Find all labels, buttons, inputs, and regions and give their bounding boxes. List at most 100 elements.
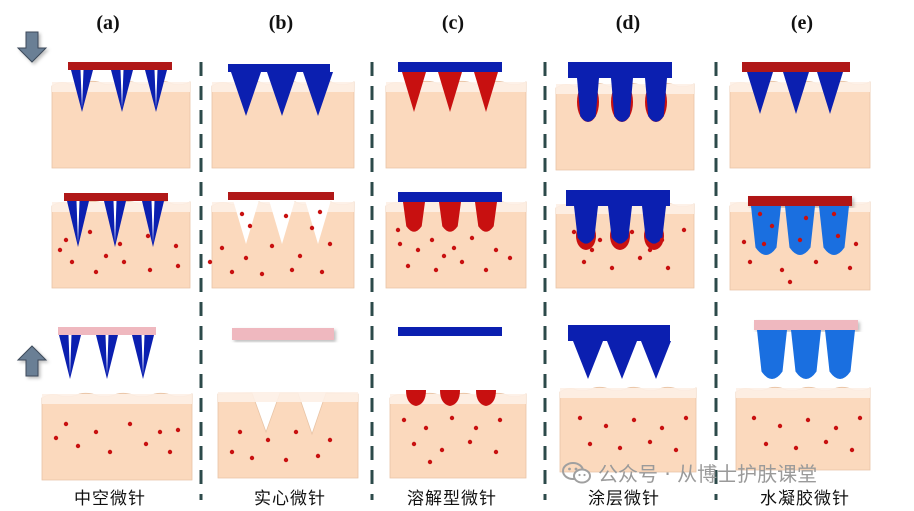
drug-particle [63,237,69,243]
drug-particle [75,443,81,449]
drug-particle [243,255,249,261]
arrow-down-icon [16,31,48,63]
drug-particle [761,241,767,247]
drug-particle [103,253,109,259]
needle-base [398,62,502,72]
drug-particle [439,447,445,453]
drug-particle [57,247,63,253]
drug-particle [597,237,603,243]
drug-particle [763,441,769,447]
coated-needle [642,206,666,244]
hydrogel-needle-removed [825,330,855,379]
drug-particle [239,211,245,217]
drug-particle [247,223,253,229]
drug-particle [93,429,99,435]
drug-particle [757,211,763,217]
drug-particle [147,267,153,273]
drug-particle [603,423,609,429]
dissolved-tip [476,390,496,406]
hydrogel-needle [817,72,843,114]
drug-particle [297,253,303,259]
solid-needle [231,72,261,116]
drug-particle [175,263,181,269]
skin-surface-layer [736,388,870,398]
drug-particle [127,421,133,427]
column-label-c: (c) [441,12,465,34]
drug-particle [69,259,75,265]
drug-particle [493,449,499,455]
swollen-hydrogel-needle [819,206,849,255]
drug-particle [857,415,863,421]
column-name-a: 中空微针 [74,489,146,509]
needle-base [64,193,168,201]
drug-particle [249,455,255,461]
needle-lumen [105,335,109,375]
drug-particle [483,267,489,273]
drug-particle [145,233,151,239]
drug-particle [429,237,435,243]
needle-base [232,328,334,340]
column-label-b: (b) [268,12,294,34]
column-dividers [199,62,718,500]
drug-particle [229,449,235,455]
drug-particle [835,233,841,239]
drug-particle [219,245,225,251]
needle-lumen [151,201,155,243]
skin-surface-layer [218,392,358,402]
dissolving-needle [438,72,462,112]
drug-particle [777,423,783,429]
drug-particle [853,241,859,247]
needle-lumen [120,70,124,108]
drug-particle [629,229,635,235]
drug-particle [769,223,775,229]
dissolving-needle-partial [475,202,497,232]
drug-particle [631,417,637,423]
drug-particle [833,425,839,431]
drug-particle [751,415,757,421]
watermark: 公众号 · 从博士护肤课堂 [562,458,817,487]
skin-surface-layer [560,388,696,398]
drug-particle [683,415,689,421]
needle-base [398,192,502,202]
dissolved-tip [406,390,426,406]
skin-block [217,392,359,479]
drug-particle [167,449,173,455]
needle-lumen [68,335,72,375]
drug-particle [395,227,401,233]
swollen-hydrogel-needle [751,206,781,255]
needle-base [742,62,850,72]
needle-base [398,327,502,336]
uncoated-needle [573,341,603,379]
column-name-d: 涂层微针 [588,489,660,509]
drug-particle [173,243,179,249]
needle-base [68,62,172,70]
column-label-a: (a) [96,12,120,34]
coated-needle [645,78,667,122]
solid-needle [303,72,333,116]
drug-particle [673,447,679,453]
needle-base [58,327,156,335]
column-coated [555,62,697,473]
drug-particle [577,415,583,421]
drug-particle [107,449,113,455]
drug-particle [121,259,127,265]
dissolving-needle [402,72,426,112]
wechat-icon [562,461,591,483]
needle-base [754,320,858,330]
drug-particle [157,429,163,435]
drug-particle [315,453,321,459]
coated-needle [611,78,633,122]
needle-base [228,192,334,200]
hydrogel-needle-removed [757,330,787,379]
solid-needle [267,72,297,116]
needle-base [566,190,670,206]
drug-particle [283,213,289,219]
drug-particle [423,425,429,431]
drug-particle [637,255,643,261]
column-name-b: 实心微针 [254,489,326,509]
drug-particle [497,417,503,423]
drug-particle [665,265,671,271]
drug-particle [175,427,181,433]
drug-particle [309,225,315,231]
